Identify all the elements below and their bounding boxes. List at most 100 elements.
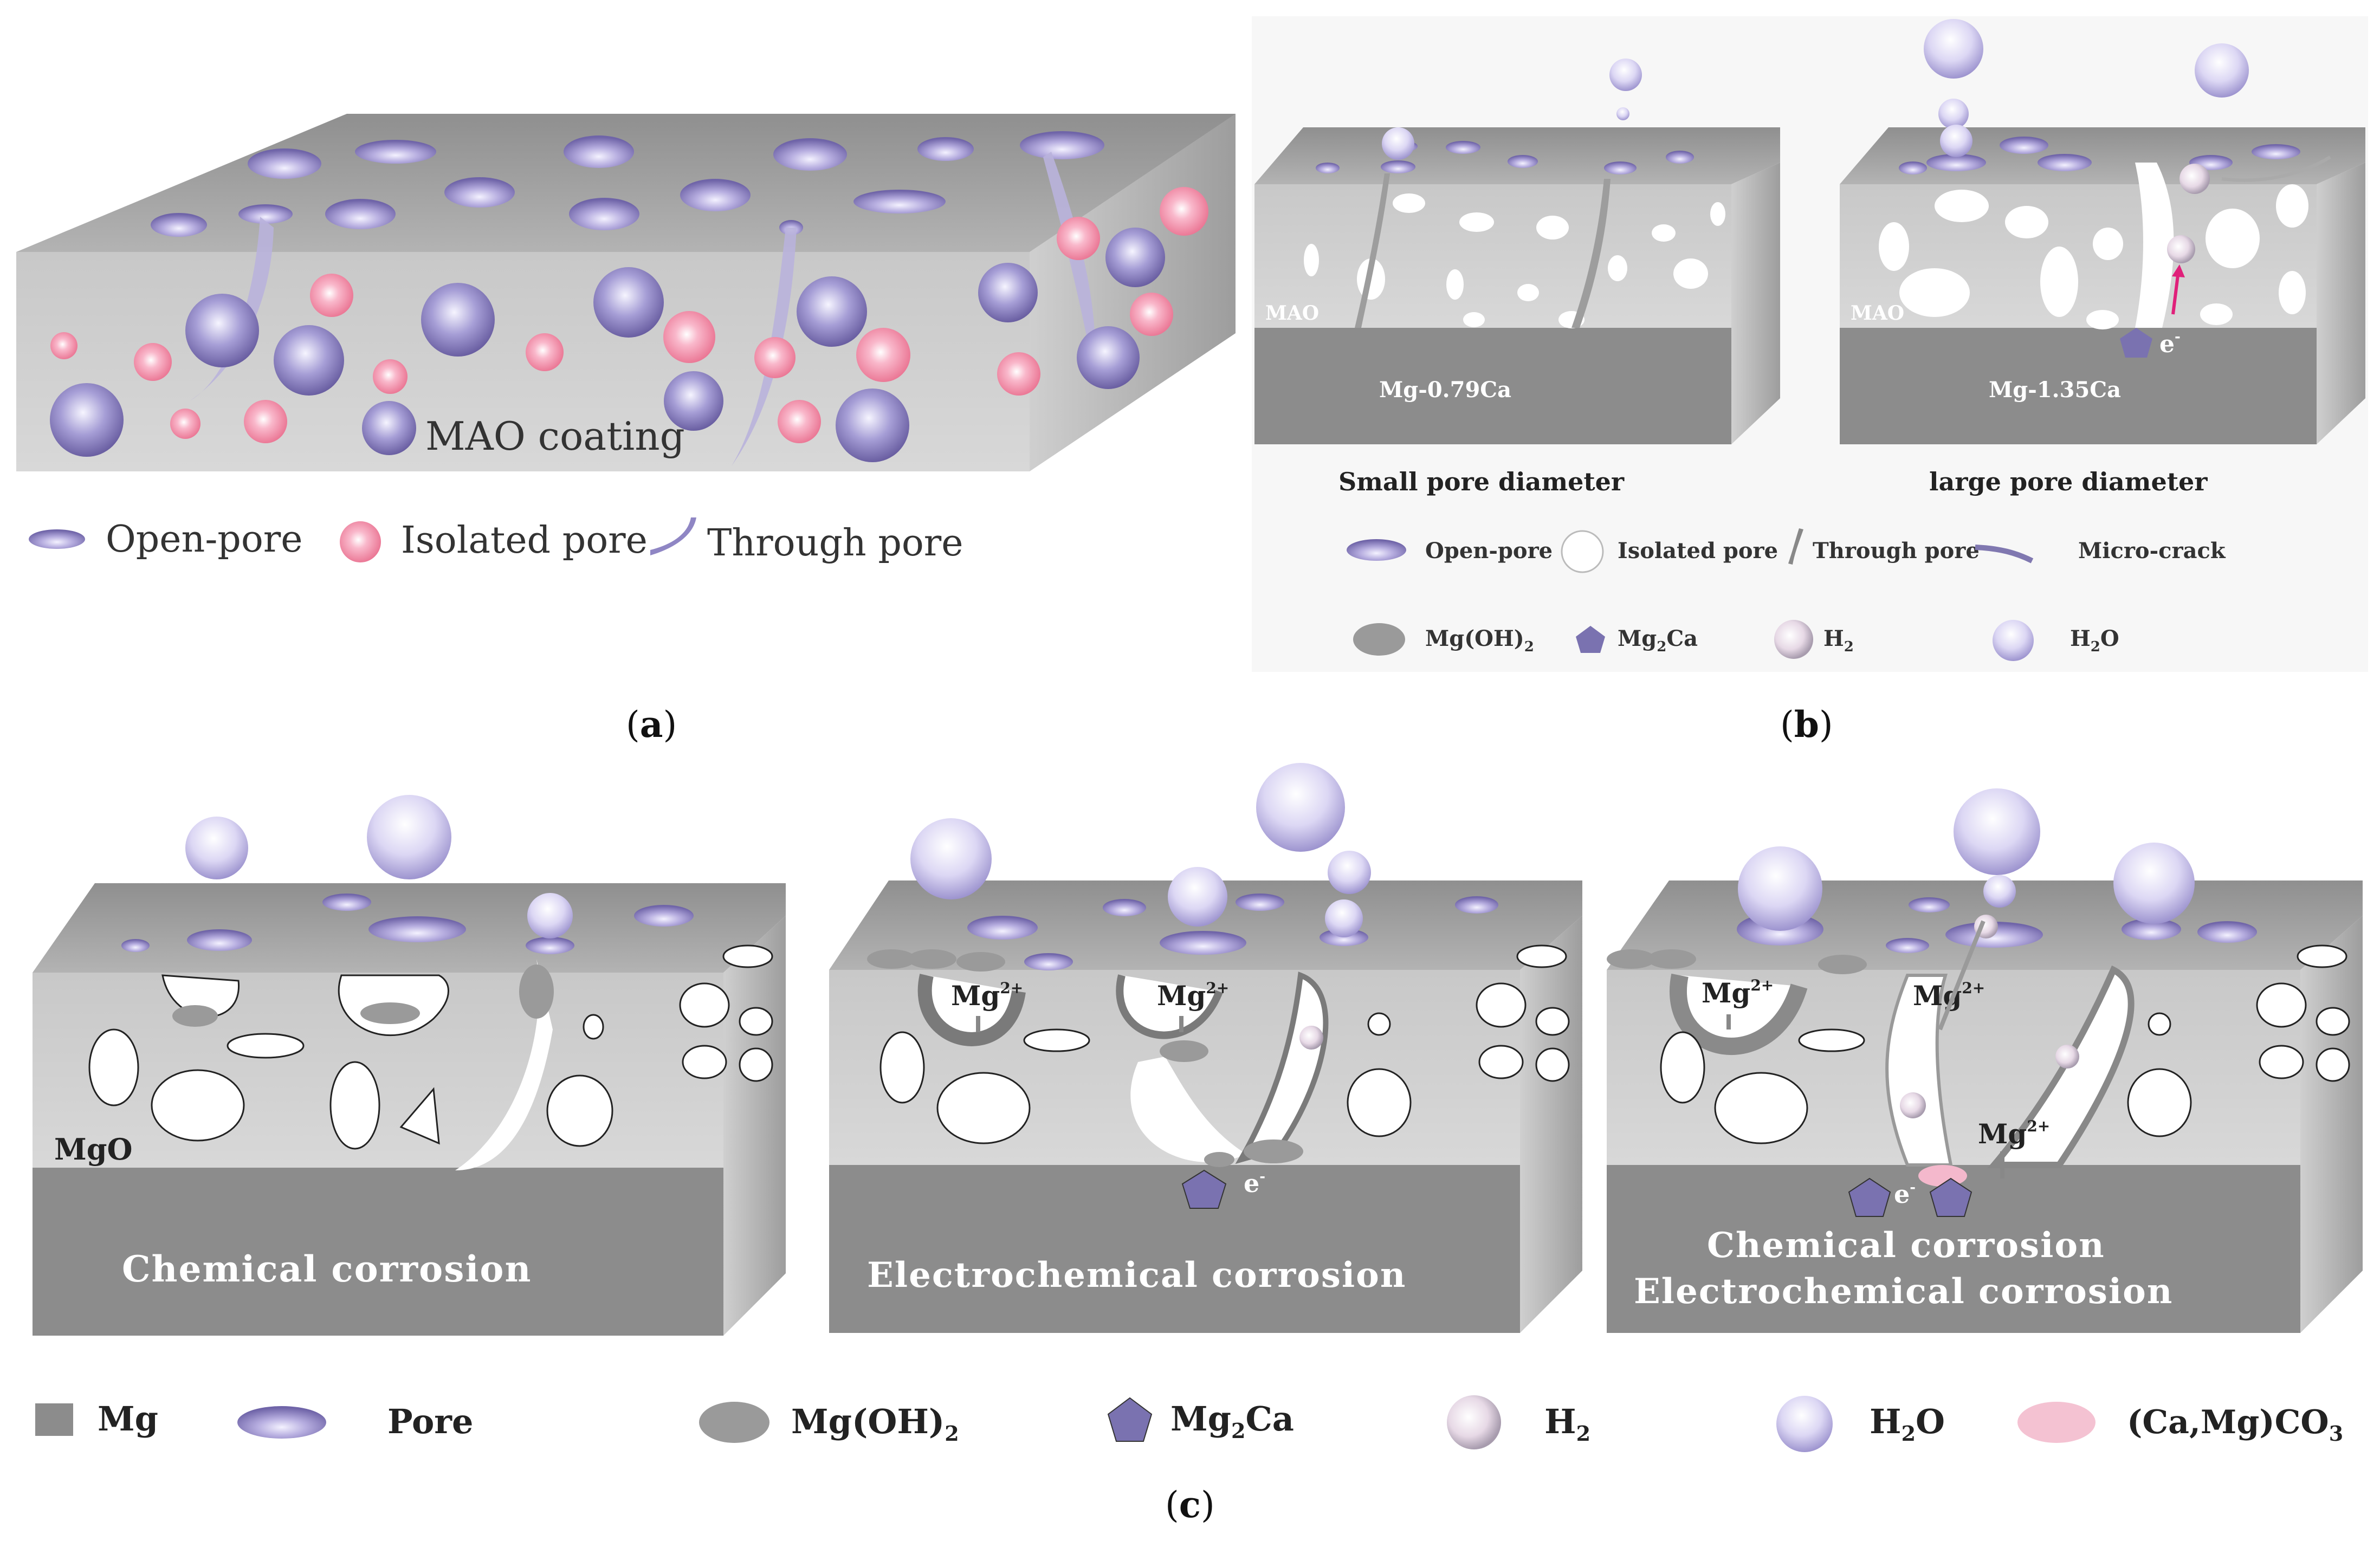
block-side: [1731, 163, 1780, 444]
isolated-pore: [2316, 1047, 2350, 1082]
mg2ca-particle: [2120, 328, 2152, 358]
mgoh2-deposit: [1160, 1040, 1208, 1062]
legend-c-camgco3: (Ca,Mg)CO3: [2127, 1403, 2343, 1446]
water-drop: [527, 893, 573, 938]
isolated-pore: [227, 1033, 305, 1059]
through-pore-legend-icon: [650, 517, 696, 555]
h2-arrow-head: [2172, 264, 2185, 277]
isolated-pore: [856, 328, 910, 382]
mg-ion-label-2: Mg2+: [1157, 979, 1229, 1012]
open-pore: [1381, 160, 1415, 173]
open-pore: [2197, 921, 2257, 943]
mgoh2-legend-icon: [1353, 623, 1405, 656]
isolated-pore: [1130, 293, 1173, 336]
water-drop: [1938, 99, 1969, 129]
open-pore: [1020, 131, 1104, 159]
isolated-pore: [2297, 944, 2347, 968]
mgo-label: MgO: [54, 1132, 133, 1167]
through-pore: [190, 217, 274, 401]
pore-sphere: [50, 383, 124, 457]
open-pore: [526, 937, 574, 954]
substrate-label-c-left: Chemical corrosion: [122, 1248, 532, 1290]
water-drop: [1168, 867, 1227, 927]
isolated-pore: [1516, 944, 1567, 968]
h2-bubble: [2167, 235, 2195, 263]
mg-legend-icon: [35, 1403, 73, 1436]
caption-c: (c): [1165, 1484, 1215, 1526]
water-drop: [1738, 846, 1822, 931]
mg-ion-label-5: Mg2+: [1978, 1117, 2050, 1150]
micro-crack: [2221, 156, 2331, 182]
water-drop: [1940, 125, 1972, 157]
open-pore: [853, 190, 946, 213]
legend-c-mgoh2: Mg(OH)2: [791, 1402, 959, 1446]
h2-bubble: [2179, 164, 2210, 194]
isolated-pores-a: [50, 187, 1208, 443]
mgoh2-rim: [1116, 974, 1223, 1039]
isolated-pore: [1023, 1028, 1090, 1052]
isolated-pore: [1673, 258, 1708, 289]
through-pore: [455, 959, 553, 1170]
h2o-legend-icon: [1993, 620, 2034, 661]
block-b-left: MAO Mg-0.79Ca Small pore diameter: [1254, 59, 1780, 496]
isolated-pore: [2259, 1045, 2304, 1079]
mgoh2-deposit: [956, 952, 1005, 972]
water-drop: [1983, 875, 2016, 908]
block-side: [1520, 916, 1582, 1333]
water-drop: [910, 818, 992, 899]
isolated-pore: [310, 274, 353, 317]
isolated-pore: [329, 1061, 380, 1150]
h2o-legend-icon: [1776, 1396, 1833, 1452]
legend-b-mgoh2: Mg(OH)2: [1425, 626, 1534, 655]
open-pore: [325, 199, 396, 229]
isolated-pore: [739, 1047, 773, 1082]
legend-open-pore: Open-pore: [106, 518, 303, 561]
isolated-pore: [739, 1007, 773, 1036]
open-pore: [1666, 151, 1694, 164]
open-pore: [1455, 896, 1498, 914]
through-pore: [1043, 152, 1096, 379]
substrate-label-c-middle: Electrochemical corrosion: [867, 1255, 1406, 1296]
caption-a: (a): [626, 703, 677, 746]
isolated-pore: [1476, 982, 1527, 1028]
isolated-pore: [879, 1031, 925, 1104]
pore-sphere: [185, 294, 259, 367]
mgoh2-deposit: [1647, 949, 1696, 969]
open-pore-legend-icon: [29, 529, 85, 549]
mgoh2-deposit: [360, 1002, 420, 1024]
mgoh2-deposit: [1607, 949, 1655, 969]
open-pore: [2000, 137, 2048, 154]
isolated-pore: [1463, 312, 1485, 327]
open-pore: [569, 198, 639, 230]
isolated-pore: [2005, 206, 2048, 238]
isolated-pore: [2279, 271, 2306, 314]
mgoh2-deposit: [867, 949, 916, 969]
open-pore: [1024, 953, 1073, 970]
caption-left-b: Small pore diameter: [1338, 467, 1625, 496]
mgoh2-deposit: [1244, 1139, 1303, 1163]
isolated-pore: [679, 982, 730, 1028]
isolated-pore: [754, 337, 796, 378]
mgoh2-deposit: [908, 949, 956, 969]
isolated-pore: [373, 359, 408, 394]
mao-label-right: MAO: [1851, 302, 1904, 325]
water-drop: [367, 795, 451, 879]
open-pore: [1899, 161, 1927, 174]
legend-c-mg: Mg: [98, 1399, 158, 1439]
water-drop: [1325, 899, 1363, 937]
open-pore: [1446, 141, 1480, 154]
h2-bubble: [1900, 1092, 1926, 1118]
open-pore: [121, 939, 150, 952]
through-pore: [1885, 974, 1953, 1167]
mgoh2-deposit: [1204, 1152, 1234, 1167]
water-drop: [2195, 43, 2249, 98]
h2-arrow: [2171, 270, 2180, 315]
caption-right-b: large pore diameter: [1929, 467, 2208, 496]
mao-coating-label: MAO coating: [425, 413, 685, 459]
isolated-pore: [2093, 228, 2123, 260]
legend-b-mg2ca: Mg2Ca: [1618, 626, 1698, 655]
open-pore: [1886, 938, 1929, 953]
block-side: [2317, 163, 2365, 444]
isolated-pore-legend-icon: [1561, 530, 1604, 573]
